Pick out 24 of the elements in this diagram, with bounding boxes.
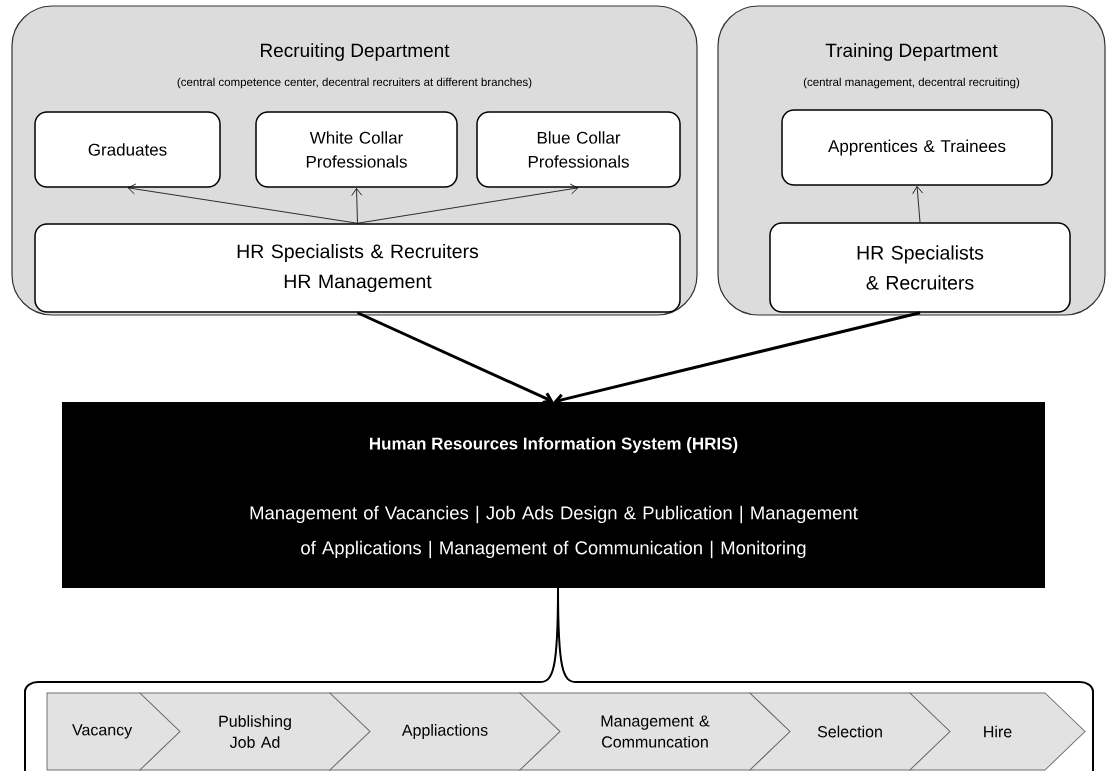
process-step: Publishing Job Ad bbox=[139, 692, 371, 771]
node-label: Hire bbox=[984, 725, 1012, 738]
process-step: Hire bbox=[909, 692, 1086, 771]
staff-box: HR Specialists & Recruiters HR Management bbox=[34, 223, 681, 313]
group-box: Apprentices & Trainees bbox=[781, 109, 1053, 186]
node-label: Appliactions bbox=[401, 724, 488, 739]
node-label: Publishing Job Ad bbox=[219, 715, 291, 748]
group-box: Graduates bbox=[34, 111, 221, 188]
arrow bbox=[356, 311, 554, 404]
process-step: Management & Communcation bbox=[519, 692, 791, 771]
node-label: Management & Communcation bbox=[601, 715, 710, 748]
system-box: Human Resources Information System (HRIS) Management of Vacancies | Job Ads Design & Publication | Management of Applications | Management of Communication | Monitoring bbox=[62, 402, 1045, 588]
arrow bbox=[351, 188, 363, 224]
group-box: White Collar Professionals bbox=[255, 111, 458, 188]
arrow bbox=[357, 183, 579, 224]
process-step: Selection bbox=[749, 692, 951, 771]
arrow bbox=[912, 186, 923, 223]
node-label: Selection bbox=[817, 725, 882, 738]
arrow bbox=[127, 183, 358, 224]
staff-box: HR Specialists & Recruiters bbox=[769, 222, 1071, 313]
node-label: Vacancy bbox=[72, 724, 133, 739]
process-step: Appliactions bbox=[329, 692, 561, 771]
group-box: Blue Collar Professionals bbox=[476, 111, 681, 188]
process-step: Vacancy bbox=[46, 692, 181, 771]
